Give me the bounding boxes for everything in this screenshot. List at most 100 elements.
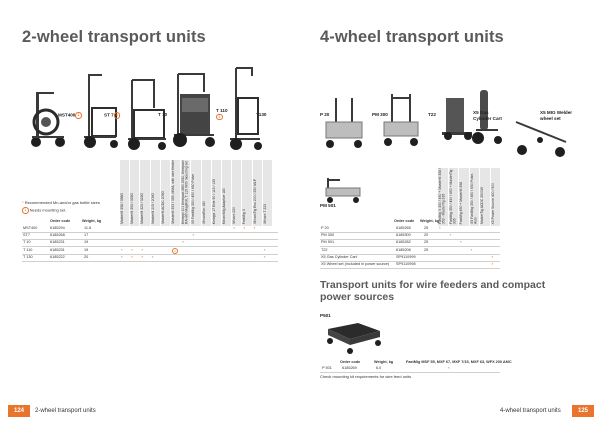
column-header: MasterM 353 / 353G	[130, 160, 140, 226]
column-header-label: MasterTig ACDC 3500W	[480, 187, 484, 224]
footer-text-right: 4-wheel transport units	[500, 408, 561, 414]
footer-text-left: 2-wheel transport units	[35, 408, 96, 414]
row-name: P 20	[321, 226, 329, 230]
legend-asterisk: * Recommended Mn-and/or gas bottle sizes	[22, 200, 100, 205]
row-order-code: 6185268	[50, 233, 65, 238]
product-label-t130: T130	[256, 112, 267, 117]
column-header: MasterM 205 / 205G	[150, 160, 160, 226]
column-header: FastMig X 350 / 450 + MasterM 358 / 353 …	[438, 168, 448, 226]
feeder-row-name: P 501	[322, 366, 332, 370]
column-header-label: MasterM 358 / 358G	[120, 193, 124, 224]
legend-badge: 1 Needs mounting set.	[22, 207, 66, 214]
compatibility-mark: *	[151, 254, 154, 260]
column-header: FastMig 450 + MasterM 358	[459, 168, 469, 226]
column-header-label: FastMig X	[242, 208, 247, 224]
row-weight: 11.8	[84, 226, 92, 230]
column-header-label: Kemppi 101 Kempact MIG 2530, Kempact RA …	[181, 160, 189, 224]
row-name: T 10	[23, 240, 31, 245]
row-name: PM 300	[321, 233, 335, 238]
cart-illustration-t10	[128, 79, 166, 150]
feeder-header-order-code: Order code	[340, 360, 361, 364]
column-header-label: MinarcMig Adaptive 180	[222, 187, 226, 224]
compatibility-mark: *	[439, 226, 441, 231]
column-header: MasterM 353 / 355, MMA, with wire feeder	[171, 160, 181, 226]
column-header-label: MinarcEvo 180	[201, 201, 206, 224]
page-title-left: 2-wheel transport units	[22, 28, 206, 46]
column-header: Kemppi 101 Kempact MIG 2530, Kempact RA …	[181, 160, 191, 226]
column-header: MasterM ACDC 205G	[160, 160, 170, 226]
compatibility-mark: *	[470, 247, 473, 253]
column-header: Kemppi 17 Elite 90 / 115 / 135	[211, 160, 221, 226]
row-name: MST400	[23, 226, 38, 230]
row-order-code: 6185206	[396, 247, 411, 252]
column-header: MasterM 358 / 358G	[120, 160, 130, 226]
column-header-label: MasterM 353 / 353G	[130, 193, 135, 224]
section-title-wire-feeders: Transport units for wire feeders and com…	[320, 279, 546, 303]
product-label-pm300: PM 300	[372, 112, 388, 117]
compatibility-mark: *	[263, 247, 266, 253]
cart-illustration-pm300	[383, 94, 419, 146]
table-row: X5 Gas Cylinder Cart SP9110999 *	[320, 254, 500, 262]
feeder-row-code: 6185269	[342, 366, 357, 370]
column-header: FastMig X	[242, 160, 252, 226]
cart-illustration-mst400	[31, 92, 65, 147]
compatibility-mark: *	[141, 247, 144, 253]
column-header: X5 FastMig 350 / 450 / 650 Pulse	[191, 160, 201, 226]
row-order-code: 6185294	[50, 226, 65, 230]
compatibility-mark: *	[253, 226, 256, 231]
product-label-pm501: PM 501	[320, 203, 336, 208]
row-weight: 20	[84, 254, 89, 259]
product-label-x5-mig-wheel-set: X5 MIG Welder wheel set	[540, 110, 573, 121]
row-name: T22	[321, 247, 328, 252]
cart-illustration-p20	[325, 98, 363, 148]
feeder-table-row: P 501 6185269 6.0 *	[320, 365, 500, 373]
cart-illustration-t22	[442, 98, 472, 140]
row-order-code: 6185231	[50, 240, 65, 245]
row-weight: 19	[84, 240, 89, 245]
row-weight: 25	[424, 240, 429, 245]
row-order-code: SP9110999	[396, 254, 416, 259]
compatibility-mark: *	[491, 262, 494, 267]
column-header: Minarc 220	[232, 160, 242, 226]
column-header-label: MasterM 205 / 205G	[150, 193, 155, 224]
row-name: X5 Wheel set (included in power source)	[321, 262, 390, 266]
compatibility-mark: *	[121, 247, 123, 253]
product-label-p501: P501	[320, 313, 331, 318]
column-header-label: X5 FastMig 350 / 450 / 650 Pulse, Auto	[469, 172, 478, 224]
row-order-code: 6185282	[396, 240, 411, 245]
compatibility-mark: *	[192, 233, 195, 239]
cart-illustration-st7	[84, 74, 118, 148]
page-number-left: 124	[8, 405, 30, 417]
column-header: Minarc T 223	[262, 160, 272, 226]
row-order-code: 6185300	[396, 233, 411, 238]
column-header-label: X5 FastMig 350 / 450 / 650 Pulse	[191, 173, 196, 224]
feeder-row-mark: *	[448, 366, 450, 371]
compatibility-mark: *	[460, 240, 462, 246]
column-header: MasterTig ACDC 3500W	[480, 168, 490, 226]
compatibility-mark: *	[121, 254, 123, 260]
mounting-set-badge: 1	[172, 247, 178, 254]
compatibility-mark: *	[491, 254, 494, 260]
column-header: MinarcTig Evo 200 / 250 MLP	[252, 160, 262, 226]
cart-illustration-pm501	[325, 178, 361, 203]
row-order-code: 6185231	[50, 247, 65, 252]
row-order-code: 6185265	[396, 226, 411, 230]
table-header-order-code: Order code	[50, 219, 71, 223]
wheelset-illustration-x5-mig	[515, 121, 567, 157]
cart-illustration-t110	[173, 73, 215, 147]
column-header-label: MasterM ACDC 205G	[160, 191, 165, 224]
row-name: X5 Gas Cylinder Cart	[321, 254, 357, 259]
row-order-code: SP9110998	[396, 262, 416, 266]
compatibility-mark: *	[449, 233, 452, 239]
compatibility-mark: *	[182, 240, 184, 246]
table-header-weight-right: Weight, kg	[420, 219, 440, 223]
column-header: X5 FastMig 350 / 450 / 650 Pulse, Auto	[469, 168, 479, 226]
column-header-label: FastMig 450 + MasterM 358	[459, 181, 463, 224]
row-name: T 110	[23, 247, 33, 252]
